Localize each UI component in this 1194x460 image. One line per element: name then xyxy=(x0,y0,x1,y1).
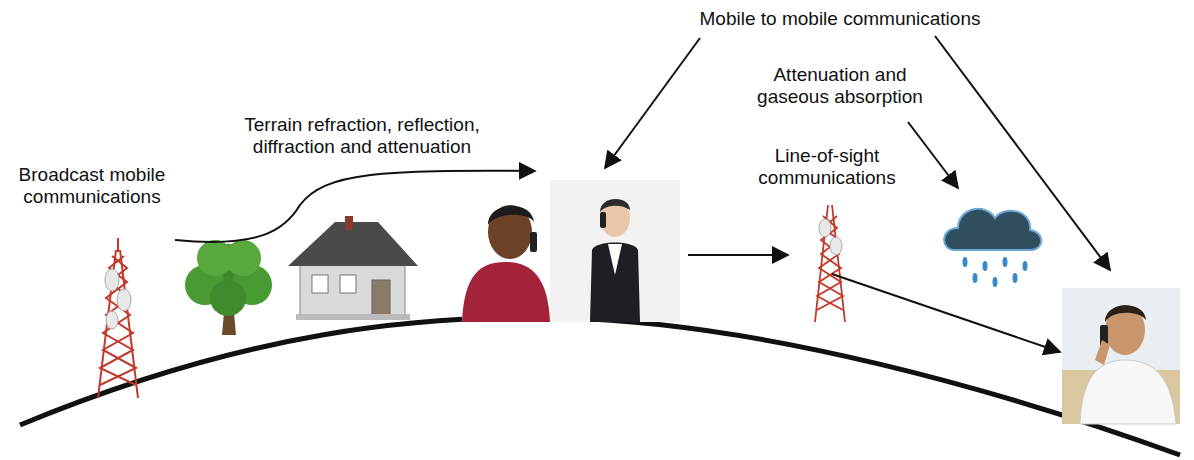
house xyxy=(288,216,418,320)
man-on-phone-right xyxy=(1062,288,1180,424)
tree xyxy=(185,240,272,335)
annotation-label: Attenuation and gaseous absorption xyxy=(740,64,940,108)
tower-right xyxy=(815,205,845,322)
annotation-label: Mobile to mobile communications xyxy=(670,8,1010,30)
rain-cloud xyxy=(944,209,1041,287)
man-on-phone xyxy=(550,180,680,322)
propagation-arrows xyxy=(175,36,1110,352)
woman-on-phone xyxy=(462,198,550,322)
annotation-label: Terrain refraction, reflection, diffract… xyxy=(212,114,512,158)
tower-left xyxy=(98,238,138,398)
annotation-label: Broadcast mobile communications xyxy=(4,164,180,208)
ground-curve xyxy=(20,318,1180,455)
annotation-label: Line-of-sight communications xyxy=(742,145,912,189)
